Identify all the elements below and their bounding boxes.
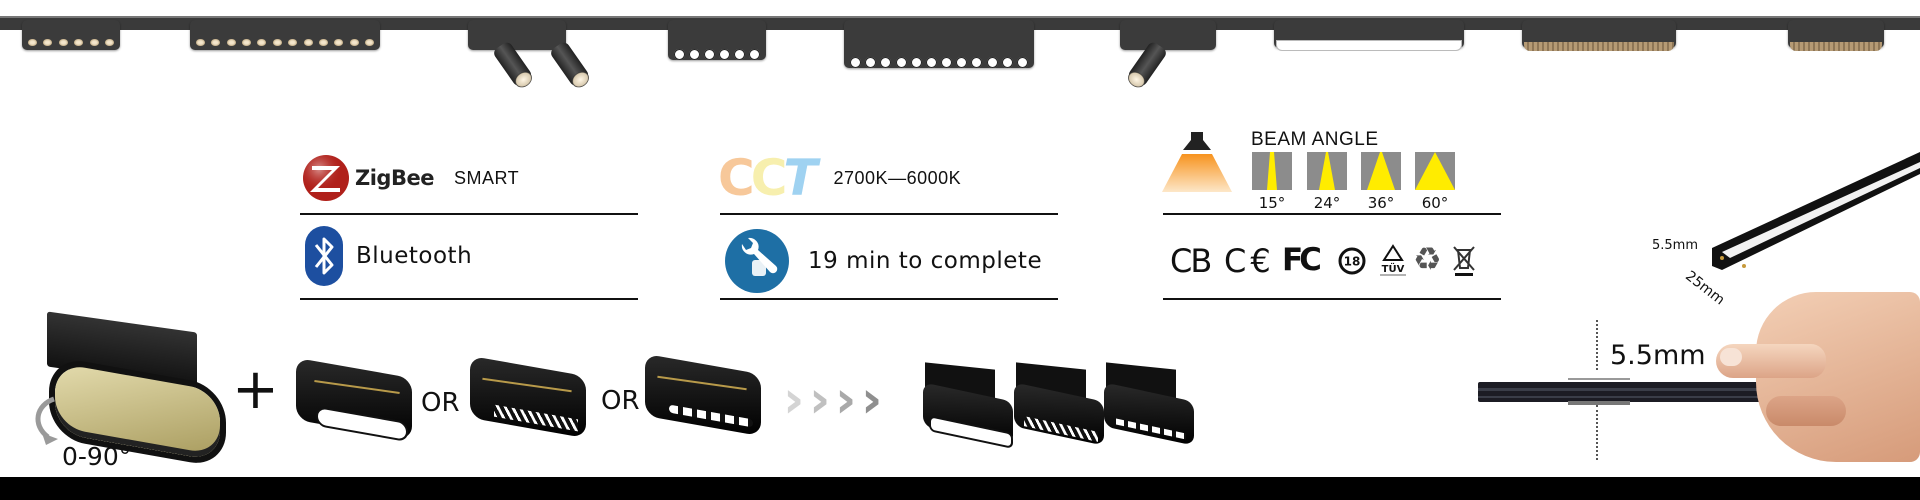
ce-cert-icon: C€	[1224, 242, 1275, 280]
zigbee-wordmark: ZigBee	[355, 166, 434, 190]
zigbee-logo-icon	[303, 155, 349, 201]
svg-text:TÜV: TÜV	[1382, 261, 1405, 275]
feature-cct: CCT 2700K—6000K	[718, 149, 962, 207]
beam-15-label: 15°	[1258, 194, 1286, 212]
divider	[300, 213, 638, 215]
bluetooth-icon	[305, 226, 343, 286]
or-label-2: OR	[601, 386, 640, 416]
beam-angle-title: BEAM ANGLE	[1251, 129, 1379, 150]
divider	[1163, 213, 1501, 215]
install-time-label: 19 min to complete	[808, 248, 1043, 274]
ruler-bottom	[1596, 405, 1600, 460]
assembled-flood-unit	[923, 362, 1015, 449]
chevron-arrow-icon-2: ›	[809, 370, 831, 430]
rotation-arrow-icon	[35, 396, 58, 445]
beam-60-label: 60°	[1421, 194, 1449, 212]
spotlight-head-2	[548, 40, 591, 88]
fcc-cert-icon: FC	[1282, 242, 1322, 278]
fixture-single-spotlight	[1120, 20, 1216, 50]
assembled-dot-unit	[1104, 362, 1196, 446]
fixture-double-spotlight	[468, 20, 566, 50]
divider	[720, 213, 1058, 215]
hand-image	[1716, 292, 1920, 462]
track-profile-render	[1712, 152, 1920, 270]
beam-24-icon	[1307, 152, 1347, 190]
chevron-arrow-icon-1: ›	[783, 370, 805, 430]
grille-lens-head	[470, 355, 586, 439]
feature-bluetooth: Bluetooth	[304, 225, 472, 287]
thickness-gauge-bottom	[1568, 401, 1630, 405]
divider	[300, 298, 638, 300]
beam-15-icon	[1252, 152, 1292, 190]
plus-sign: +	[232, 357, 279, 422]
beam-24-label: 24°	[1313, 194, 1341, 212]
side-thickness-label: 5.5mm	[1610, 340, 1706, 371]
cct-logo-icon: CCT	[718, 149, 818, 207]
dot-lens-head	[645, 353, 761, 437]
tuv-cert-icon: TÜV	[1380, 244, 1406, 276]
or-label-1: OR	[421, 388, 460, 418]
chevron-arrow-icon-3: ›	[835, 370, 857, 430]
beam-36-label: 36°	[1367, 194, 1395, 212]
divider	[1163, 298, 1501, 300]
beam-36-icon	[1361, 152, 1401, 190]
downlight-beam-icon	[1162, 132, 1232, 192]
zigbee-label: SMART	[453, 167, 520, 188]
bottom-bar	[0, 477, 1920, 500]
cct-range-label: 2700K—6000K	[833, 167, 962, 188]
fixture-honeycomb-long	[1522, 20, 1676, 51]
bluetooth-label: Bluetooth	[356, 243, 473, 269]
fixture-flood-linear	[1274, 20, 1464, 51]
svg-text:18: 18	[1344, 255, 1361, 269]
cb-cert-icon: CB	[1170, 242, 1212, 280]
weee-cert-icon	[1453, 246, 1475, 276]
fixture-honeycomb-short	[1788, 20, 1884, 51]
ruler-top	[1596, 320, 1600, 370]
thickness-gauge-top	[1568, 378, 1630, 380]
wrench-hand-icon	[725, 229, 789, 293]
profile-height-label: 5.5mm	[1652, 238, 1699, 253]
rotating-base-module	[45, 311, 225, 462]
rotation-angle-label: 0-90°	[62, 442, 132, 471]
assembled-grille-unit	[1014, 362, 1106, 446]
feature-zigbee: ZigBee SMART	[302, 154, 519, 202]
divider	[720, 298, 1058, 300]
rohs-18-cert-icon: 18	[1338, 247, 1366, 275]
recycle-cert-icon: ♻	[1413, 240, 1442, 278]
feature-install-time: 19 min to complete	[724, 228, 1042, 294]
fixture-grille-6	[22, 20, 120, 50]
fixture-grille-12	[190, 20, 380, 50]
flood-lens-head	[296, 357, 412, 443]
fixture-dot-6	[668, 20, 766, 60]
chevron-arrow-icon-4: ›	[861, 370, 883, 430]
fixture-dot-12	[844, 20, 1034, 68]
beam-60-icon	[1415, 152, 1455, 190]
